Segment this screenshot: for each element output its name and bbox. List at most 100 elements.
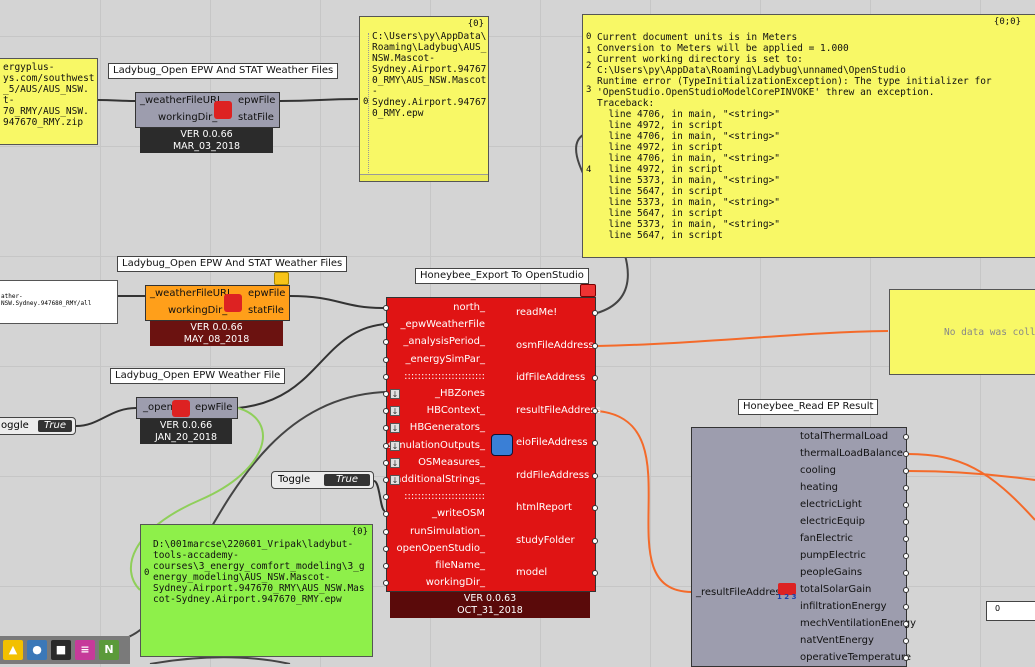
input-weatherfileurl[interactable]: _weatherFileURL xyxy=(140,95,223,106)
export-input-8[interactable]: simulationOutputs_ xyxy=(387,439,485,451)
export-input-14[interactable]: openOpenStudio_ xyxy=(396,542,485,554)
read-ep-result-component[interactable]: _resultFileAddress 1 2 3 totalThermalLoa… xyxy=(691,427,916,667)
open-epw-component[interactable]: _open epwFile xyxy=(136,397,238,419)
output-grip[interactable] xyxy=(903,655,909,661)
export-input-13[interactable]: runSimulation_ xyxy=(409,525,485,537)
export-input-0[interactable]: north_ xyxy=(453,302,485,313)
boolean-toggle-writeosm[interactable]: Toggle True xyxy=(271,471,374,489)
output-grip[interactable] xyxy=(592,342,598,349)
export-output-4[interactable]: eioFileAddress xyxy=(516,437,588,448)
input-grip[interactable] xyxy=(383,563,389,569)
output-epwfile[interactable]: epwFile xyxy=(238,95,276,106)
export-input-1[interactable]: _epwWeatherFile xyxy=(400,319,485,331)
input-grip[interactable] xyxy=(383,425,389,432)
input-grip[interactable] xyxy=(383,442,389,449)
input-grip[interactable] xyxy=(383,305,389,311)
ladybug-icon[interactable]: ▲ xyxy=(3,640,23,660)
weather-files-1-component[interactable]: _weatherFileURL workingDir_ epwFile stat… xyxy=(135,92,280,128)
readep-output-12[interactable]: natVentEnergy xyxy=(800,635,874,646)
input-grip[interactable] xyxy=(383,511,389,518)
output-grip[interactable] xyxy=(903,485,909,491)
output-grip[interactable] xyxy=(903,451,909,457)
output-statfile[interactable]: statFile xyxy=(238,112,274,123)
output-grip[interactable] xyxy=(903,604,909,610)
export-input-7[interactable]: HBGenerators_ xyxy=(409,422,485,434)
input-grip[interactable] xyxy=(383,477,389,483)
output-epwfile[interactable]: epwFile xyxy=(248,288,286,299)
toggle-value[interactable]: True xyxy=(324,474,370,486)
export-to-openstudio-component[interactable]: north_ _epwWeatherFile _analysisPeriod_ _en… xyxy=(383,297,601,592)
output-grip[interactable] xyxy=(592,407,598,414)
output-grip[interactable] xyxy=(592,472,598,479)
readep-output-0[interactable]: totalThermalLoad xyxy=(800,431,889,442)
export-input-10[interactable]: additionalStrings_ xyxy=(395,474,485,485)
output-grip[interactable] xyxy=(592,537,598,544)
readep-output-5[interactable]: electricEquip xyxy=(800,516,866,527)
readep-output-8[interactable]: peopleGains xyxy=(800,567,863,578)
readep-output-13[interactable]: operativeTemperature xyxy=(800,652,911,663)
export-input-4[interactable]: :::::::::::::::::::::::: xyxy=(404,370,485,382)
export-output-5[interactable]: rddFileAddress xyxy=(516,469,590,481)
output-grip[interactable] xyxy=(903,621,909,627)
readep-output-3[interactable]: heating xyxy=(800,482,839,493)
input-grip[interactable] xyxy=(383,528,389,535)
readep-output-4[interactable]: electricLight xyxy=(800,499,862,510)
weather-url-panel-small[interactable]: ather- NSW.Sydney.947680_RMY/all xyxy=(0,280,118,324)
input-resultfileaddress[interactable]: _resultFileAddress xyxy=(696,587,786,598)
output-grip[interactable] xyxy=(903,519,909,525)
output-grip[interactable] xyxy=(903,638,909,644)
no-data-panel[interactable]: No data was coll xyxy=(889,289,1035,375)
output-grip[interactable] xyxy=(903,434,909,440)
input-grip[interactable] xyxy=(383,391,389,397)
error-output-panel[interactable]: {0;0} 0 1 2 3 4 Current document units i… xyxy=(582,14,1035,258)
readep-output-10[interactable]: infiltrationEnergy xyxy=(800,601,887,612)
readep-output-6[interactable]: fanElectric xyxy=(800,533,854,544)
export-input-12[interactable]: _writeOSM xyxy=(432,508,485,520)
export-output-8[interactable]: model xyxy=(516,567,548,578)
output-grip[interactable] xyxy=(903,553,909,559)
export-input-3[interactable]: _energySimPar_ xyxy=(405,353,485,365)
output-grip[interactable] xyxy=(592,440,598,446)
input-grip[interactable] xyxy=(383,494,389,501)
output-grip[interactable] xyxy=(903,536,909,542)
export-output-7[interactable]: studyFolder xyxy=(516,534,575,546)
epw-path-panel-green[interactable]: {0} 0 D:\001marcse\220601_Vripak\ladybut… xyxy=(140,524,373,657)
input-grip[interactable] xyxy=(383,408,389,415)
list-icon[interactable]: ≡ xyxy=(75,640,95,660)
export-input-6[interactable]: HBContext_ xyxy=(426,405,485,417)
input-open[interactable]: _open xyxy=(143,402,173,413)
output-grip[interactable] xyxy=(903,502,909,508)
output-epwfile[interactable]: epwFile xyxy=(195,402,233,413)
readep-output-9[interactable]: totalSolarGain xyxy=(800,584,872,595)
toggle-value[interactable]: True xyxy=(38,420,72,432)
plugin-icon[interactable]: ■ xyxy=(51,640,71,660)
input-grip[interactable] xyxy=(383,339,389,346)
output-grip[interactable] xyxy=(592,505,598,511)
python-icon[interactable]: ● xyxy=(27,640,47,660)
export-input-2[interactable]: _analysisPeriod_ xyxy=(403,336,485,348)
export-input-5[interactable]: _HBZones xyxy=(434,388,485,399)
export-output-1[interactable]: osmFileAddress xyxy=(516,339,594,351)
url-panel[interactable]: ergyplus- ys.com/southwest _5/AUS/AUS_NS… xyxy=(0,58,98,145)
input-workingdir[interactable]: workingDir_ xyxy=(158,112,218,123)
export-output-3[interactable]: resultFileAddress xyxy=(516,404,601,416)
output-grip[interactable] xyxy=(903,570,909,576)
export-input-11[interactable]: :::::::::::::::::::::::: xyxy=(404,491,485,503)
input-grip[interactable] xyxy=(383,322,389,329)
export-input-16[interactable]: workingDir_ xyxy=(425,577,485,589)
input-grip[interactable] xyxy=(383,545,389,552)
export-output-0[interactable]: readMe! xyxy=(516,307,558,318)
output-grip[interactable] xyxy=(903,468,909,474)
export-input-15[interactable]: fileName_ xyxy=(435,560,485,571)
number-icon[interactable]: N xyxy=(99,640,119,660)
output-grip[interactable] xyxy=(903,587,909,593)
input-weatherfileurl[interactable]: _weatherFileURL xyxy=(150,288,233,299)
boolean-toggle-left[interactable]: oggle True xyxy=(0,417,76,435)
weather-files-2-component[interactable]: _weatherFileURL workingDir_ epwFile stat… xyxy=(145,285,290,321)
small-number-panel[interactable]: 0 xyxy=(986,601,1035,621)
output-grip[interactable] xyxy=(592,375,598,381)
input-workingdir[interactable]: workingDir_ xyxy=(168,305,228,316)
input-grip[interactable] xyxy=(383,580,389,587)
epw-path-panel-1[interactable]: {0} 0 C:\Users\py\AppData\ Roaming\Ladyb… xyxy=(359,16,489,182)
readep-output-7[interactable]: pumpElectric xyxy=(800,550,866,561)
